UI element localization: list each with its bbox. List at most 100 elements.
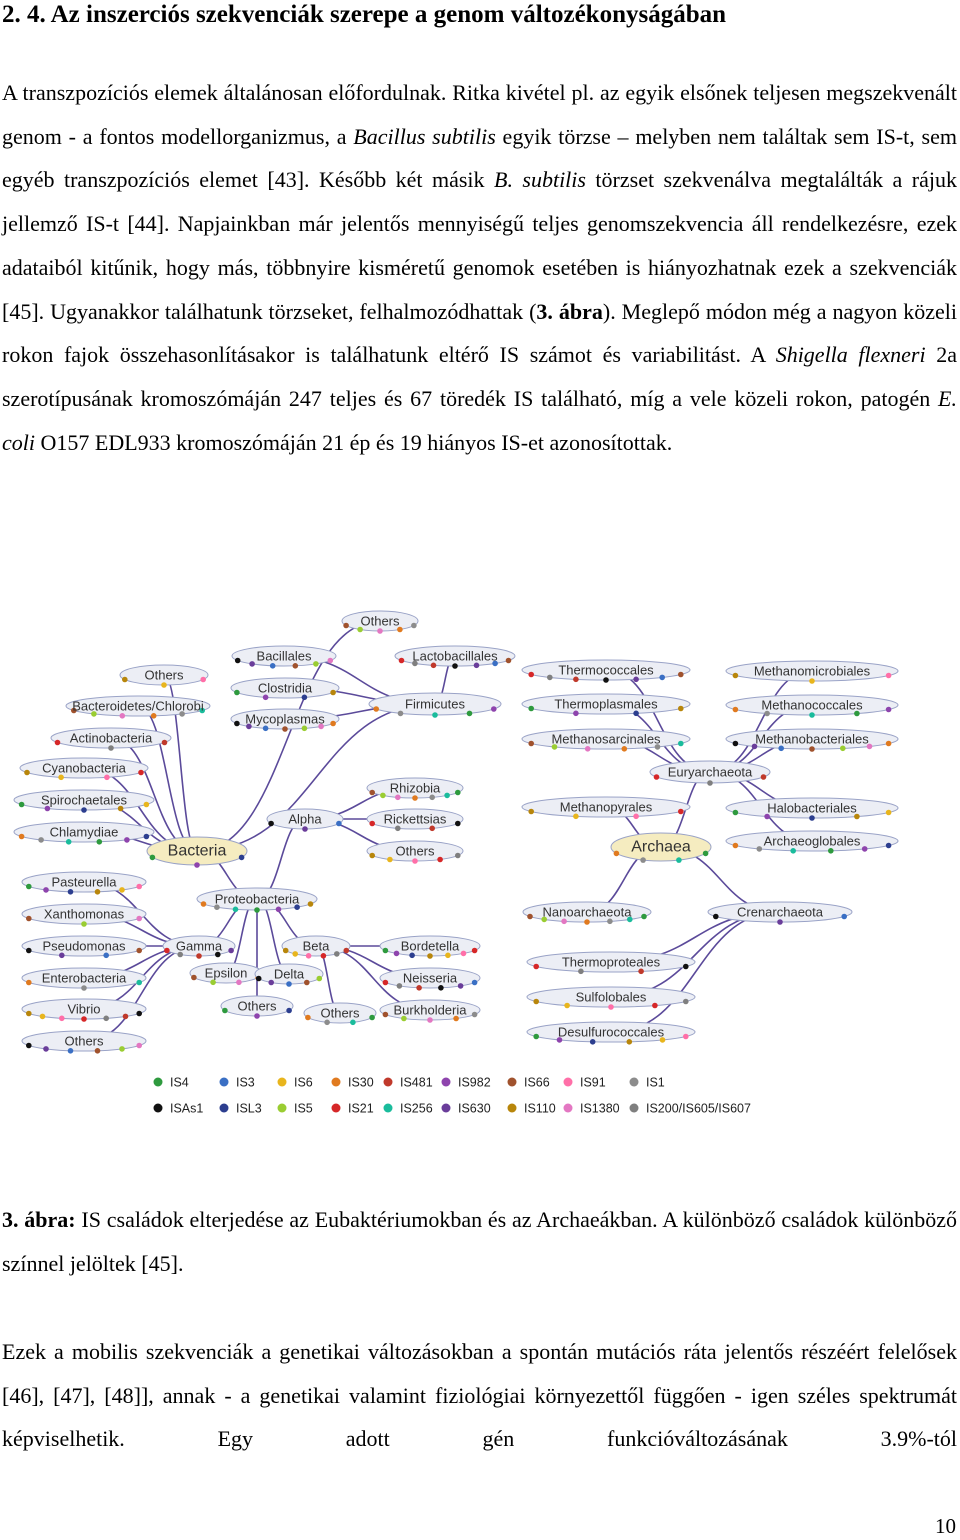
is-family-dot (369, 820, 376, 827)
is-family-dot (653, 774, 660, 780)
node-label: Others (320, 1006, 360, 1021)
is-family-dot (307, 901, 314, 907)
is-family-dot (640, 857, 646, 863)
legend-swatch (563, 1077, 573, 1087)
is-family-dot (246, 723, 252, 730)
tree-node-firmicutes: Firmicutes (368, 692, 502, 718)
is-family-dot (790, 848, 796, 854)
is-family-dot (119, 887, 125, 893)
is-family-dot (58, 774, 64, 781)
is-family-dot (149, 854, 156, 861)
is-family-dot (136, 915, 142, 922)
tree-node-others-gamma: Others (21, 1030, 147, 1054)
is-family-dot (683, 1033, 689, 1040)
is-family-dot (286, 1007, 292, 1014)
node-ellipse (303, 1002, 377, 1024)
is-family-dot (194, 862, 200, 868)
is-family-dot (26, 979, 32, 986)
tree-edge (709, 670, 813, 773)
is-family-dot (395, 825, 401, 832)
tree-node-methanococcales: Methanococcales (725, 694, 899, 718)
is-family-dot (136, 883, 142, 890)
is-family-dot (416, 985, 422, 991)
is-family-dot (492, 660, 498, 667)
is-family-dot (764, 813, 770, 820)
node-label: Euryarchaeota (668, 765, 753, 780)
is-family-dot (809, 678, 815, 684)
is-family-dot (103, 1015, 109, 1022)
figure-reference: 3. ábra (536, 298, 603, 324)
is-family-dot (732, 706, 739, 713)
node-ellipse (521, 728, 691, 750)
is-family-dot (324, 1019, 330, 1026)
tree-node-mycoplasmas: Mycoplasmas (230, 708, 340, 732)
is-family-dot (455, 820, 461, 827)
is-family-dot (161, 739, 168, 746)
tree-edge (196, 620, 381, 852)
is-family-dot (81, 921, 87, 927)
node-label: Others (395, 844, 435, 859)
legend-label: IS200/IS605/IS607 (646, 1102, 751, 1116)
is-family-dot (589, 1039, 596, 1045)
legend-label: IS30 (348, 1076, 374, 1090)
node-label: Clostridia (258, 681, 313, 696)
tree-node-others-alpha: Others (366, 840, 464, 864)
is-family-dot (732, 842, 739, 849)
node-label: Pasteurella (51, 875, 117, 890)
is-family-dot (228, 947, 234, 954)
node-ellipse (526, 951, 696, 973)
is-family-dot (380, 792, 386, 799)
is-family-dot (26, 1010, 32, 1017)
is-family-dot (527, 913, 533, 920)
is-family-dot (556, 1037, 563, 1043)
node-ellipse (231, 645, 337, 667)
node-label: Actinobacteria (70, 731, 153, 746)
is-family-dot (732, 740, 739, 747)
node-ellipse (19, 757, 149, 779)
is-family-dot (471, 979, 478, 986)
is-family-dot (143, 801, 150, 808)
is-family-dot (292, 663, 299, 669)
is-family-dot (122, 676, 128, 683)
tree-node-others-bact: Others (119, 664, 209, 688)
is-family-dot (398, 657, 405, 664)
is-family-dot (678, 808, 684, 815)
tree-node-gamma: Gamma (162, 935, 236, 959)
is-family-dot (81, 1016, 87, 1022)
is-family-dot (638, 968, 644, 975)
is-family-dot (659, 674, 665, 681)
is-family-dot (150, 713, 157, 719)
tree-node-rhizobia: Rhizobia (366, 777, 464, 801)
caption-text: IS családok elterjedése az Eubaktériumok… (2, 1207, 957, 1276)
is-family-dot (301, 725, 308, 732)
is-family-dot (578, 968, 584, 975)
is-family-dot (607, 918, 613, 925)
is-family-dot (633, 813, 639, 820)
tree-node-rickettsias: Rickettsias (366, 808, 464, 832)
is-family-dot (234, 689, 240, 696)
tree-node-neisseria: Neisseria (379, 967, 481, 991)
is-family-dot (445, 952, 451, 959)
legend-label: IS110 (524, 1102, 556, 1116)
is-family-dot (764, 710, 770, 717)
node-label: Others (144, 668, 184, 683)
is-family-dot (760, 774, 767, 780)
is-family-dot (377, 628, 383, 634)
is-family-dot (330, 720, 336, 727)
text-run: törzset szekvenálva megtalálták a rájuk … (2, 167, 957, 324)
is-family-dot (24, 769, 30, 776)
is-family-dot (633, 710, 639, 717)
is-family-dot (94, 1048, 101, 1054)
is-family-dot (38, 837, 44, 843)
is-family-dot (678, 705, 684, 712)
is-family-dot (732, 809, 739, 816)
is-family-dot (412, 660, 418, 667)
legend-label: IS21 (348, 1102, 374, 1116)
is-family-dot (411, 622, 417, 629)
is-family-dot (249, 661, 255, 667)
tree-node-thermococcales: Thermococcales (521, 659, 691, 683)
is-family-dot (626, 1039, 633, 1045)
tree-node-bordetella: Bordetella (379, 935, 481, 959)
